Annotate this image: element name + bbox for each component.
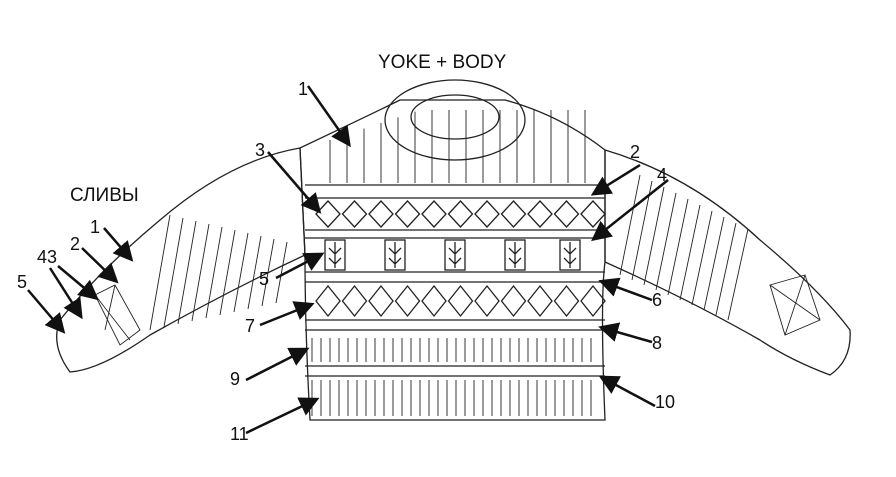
diamond	[315, 284, 341, 318]
callout-arrow	[245, 397, 320, 435]
callout-arrow	[48, 267, 83, 320]
sleeve-rib	[667, 198, 689, 296]
sleeve-label-1: 1	[90, 217, 101, 237]
label-1: 1	[298, 79, 309, 99]
sleeve-label-3: 3	[47, 247, 58, 267]
sleeves-title: СЛИВЫ	[70, 185, 139, 206]
callout-arrow	[103, 227, 134, 262]
callout-arrow	[57, 265, 99, 301]
sleeve-label-4: 4	[37, 247, 48, 267]
sleeve-rib	[703, 216, 725, 311]
diamond	[474, 284, 500, 318]
callout-arrow	[598, 277, 653, 302]
sleeve-rib	[177, 220, 197, 325]
label-8: 8	[652, 333, 663, 353]
label-5: 5	[259, 269, 270, 289]
diamond	[447, 284, 474, 318]
label-9: 9	[230, 369, 241, 389]
neck-opening	[410, 94, 500, 140]
diamond	[315, 200, 341, 228]
sleeve-rib	[261, 238, 275, 307]
callout-arrow	[598, 322, 653, 344]
neck-collar	[384, 79, 526, 161]
diamond	[394, 284, 421, 318]
callout-arrow	[267, 151, 322, 214]
sleeve-rib	[691, 210, 713, 306]
label-11: 11	[230, 424, 249, 444]
diamond	[500, 200, 527, 228]
label-7: 7	[245, 316, 256, 336]
callout-arrow	[259, 301, 315, 327]
cable	[384, 239, 406, 271]
cable-braid	[448, 242, 462, 268]
diamond	[368, 200, 394, 228]
sleeve-diamond-band	[769, 274, 821, 336]
cable	[324, 239, 346, 271]
diamond	[553, 200, 580, 228]
sleeve-rib	[163, 217, 184, 328]
diamond	[527, 200, 553, 228]
callout-arrow	[81, 247, 119, 284]
sleeve-rib	[219, 229, 236, 316]
cable-braid	[388, 242, 402, 268]
diamond	[553, 284, 580, 318]
left-sleeve	[56, 147, 306, 373]
cable	[559, 239, 581, 271]
sleeve-rib	[191, 223, 210, 322]
sleeve-rib	[247, 235, 262, 310]
sleeve-rib	[205, 226, 223, 319]
sleeve-rib	[275, 241, 288, 304]
diamond	[580, 200, 606, 228]
label-3: 3	[255, 140, 266, 160]
sleeve-rib	[643, 186, 665, 286]
callout-arrow	[245, 347, 310, 382]
diamond	[580, 284, 606, 318]
sleeve-rib	[727, 228, 749, 321]
callout-arrow	[590, 163, 641, 196]
diamond	[368, 284, 394, 318]
diamond	[527, 284, 553, 318]
sleeve-rib	[149, 214, 171, 331]
callout-arrow	[306, 85, 351, 148]
cable	[444, 239, 466, 271]
diamond	[500, 284, 527, 318]
callout-arrow	[275, 252, 325, 280]
label-2: 2	[630, 142, 641, 162]
cable-braid	[508, 242, 522, 268]
sleeve-rib	[715, 222, 737, 316]
sleeve-rib	[233, 232, 249, 313]
sleeve-rib	[679, 204, 701, 301]
diamond	[447, 200, 474, 228]
label-6: 6	[652, 290, 663, 310]
cable-braid	[328, 242, 342, 268]
sleeve-diamond-band	[94, 284, 141, 346]
label-4: 4	[657, 165, 668, 185]
diamond	[341, 200, 368, 228]
cable	[504, 239, 526, 271]
callout-arrow	[598, 375, 656, 408]
callout-arrow	[27, 289, 66, 334]
sleeve-label-2: 2	[70, 234, 81, 254]
cable-braid	[563, 242, 577, 268]
yoke-body-title: YOKE + BODY	[378, 52, 507, 73]
sleeve-rib	[631, 180, 653, 281]
label-10: 10	[655, 392, 676, 412]
diamond	[394, 200, 421, 228]
diamond	[421, 200, 447, 228]
sleeve-label-5: 5	[17, 272, 28, 292]
callout-arrow	[591, 179, 669, 242]
body	[299, 99, 606, 421]
diamond	[341, 284, 368, 318]
right-sleeve	[604, 149, 851, 376]
diamond	[421, 284, 447, 318]
sleeve-rib	[619, 174, 641, 276]
diamond	[474, 200, 500, 228]
sleeve-rib	[655, 192, 677, 291]
